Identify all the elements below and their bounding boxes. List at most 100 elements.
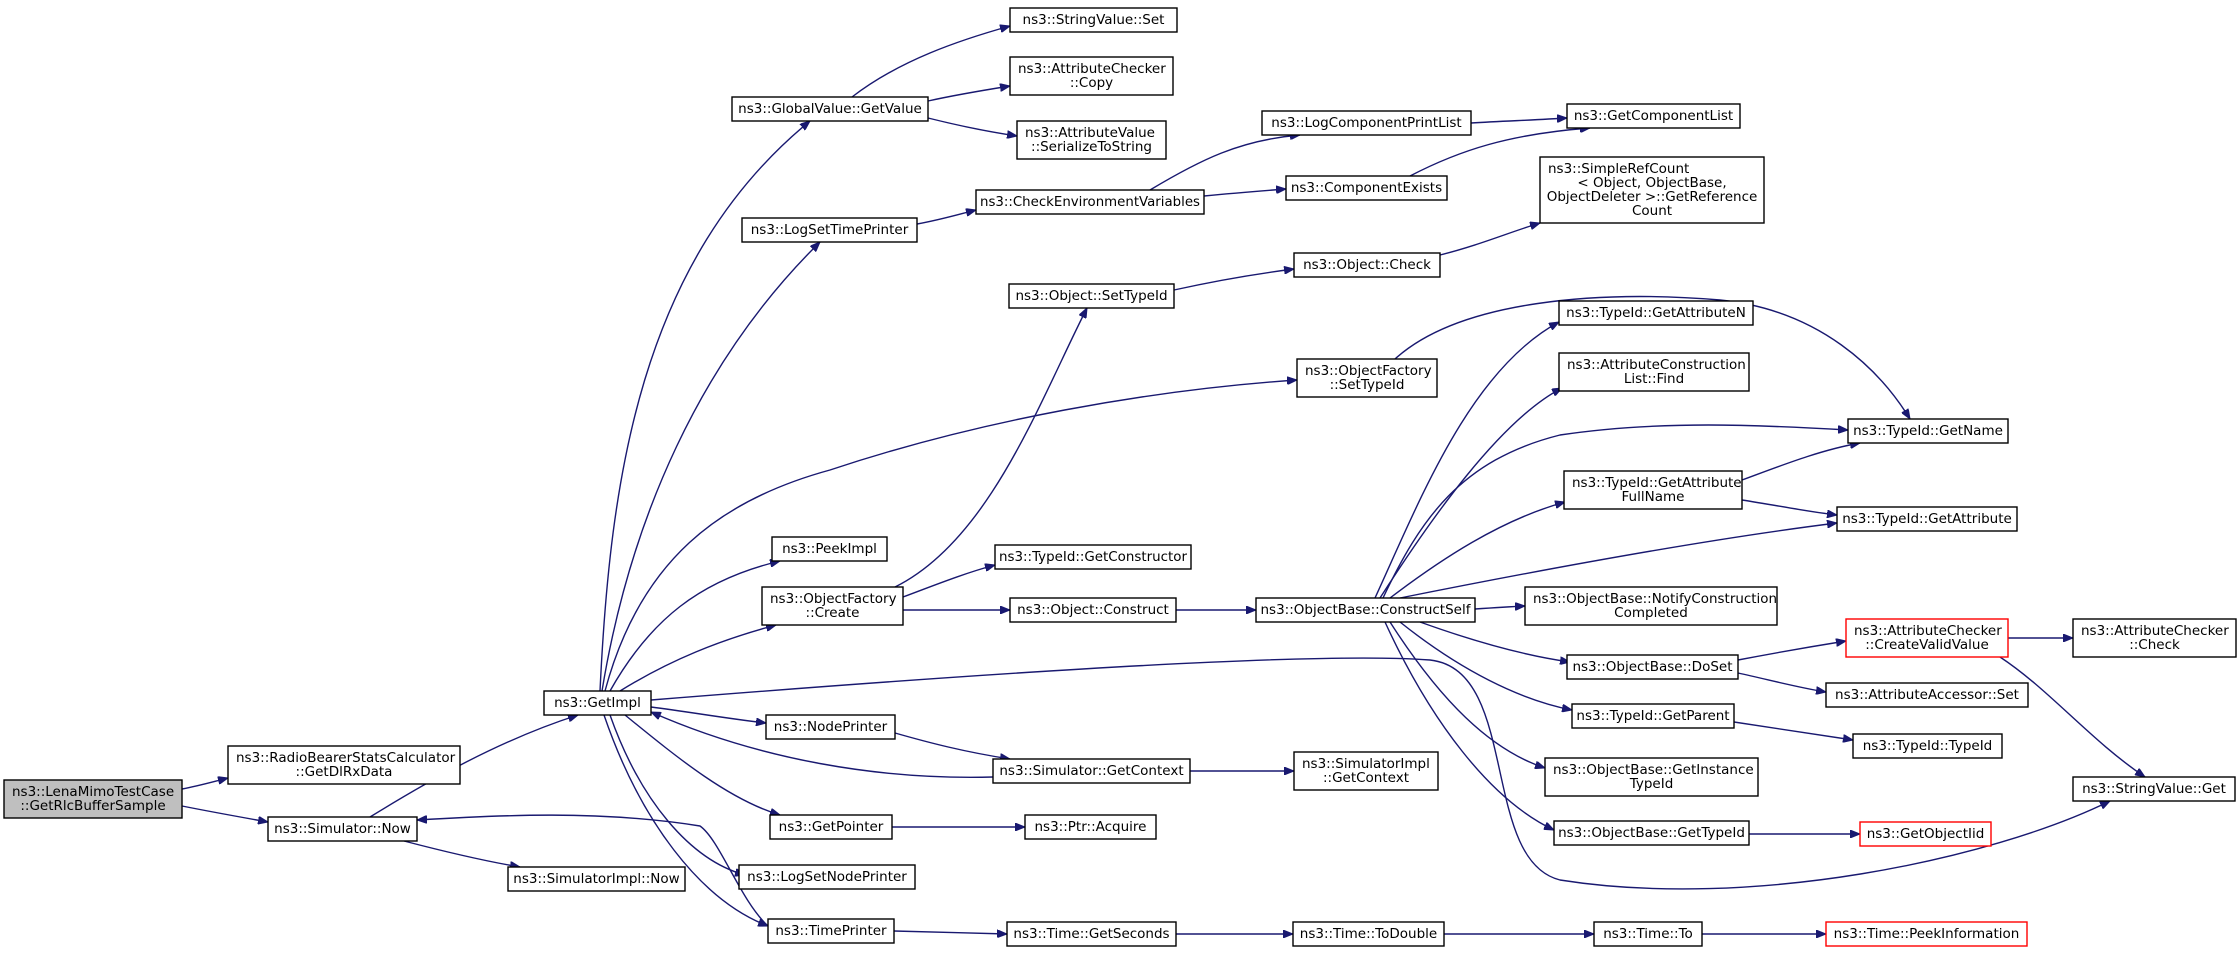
function-node-timeprinter[interactable]: ns3::TimePrinter [767, 918, 895, 944]
function-node-globalvalue-getvalue[interactable]: ns3::GlobalValue::GetValue [731, 96, 929, 122]
function-node-logcomponentprintlist[interactable]: ns3::LogComponentPrintList [1261, 110, 1472, 136]
function-node-getcomponentlist[interactable]: ns3::GetComponentList [1566, 103, 1741, 129]
function-node-simplerefcount-object-objectbase-objectdeleter-getreferencecount[interactable]: ns3::SimpleRefCount< Object, ObjectBase,… [1539, 156, 1765, 224]
node-label-line: ns3::ObjectBase::DoSet [1572, 659, 1732, 675]
function-node-time-to[interactable]: ns3::Time::To [1593, 921, 1703, 947]
node-box [741, 217, 918, 243]
node-label-line: ns3::TypeId::GetAttribute [1572, 475, 1742, 491]
function-node-radiobearerstatscalculator-getdlrxdata[interactable]: ns3::RadioBearerStatsCalculator::GetDlRx… [227, 745, 461, 785]
call-edge-typeid-getattributefullname-to-typeid-getname [1741, 443, 1860, 481]
node-box [543, 690, 652, 716]
function-node-object-check[interactable]: ns3::Object::Check [1293, 252, 1441, 278]
node-box [1544, 757, 1759, 797]
node-label-line: FullName [1622, 489, 1685, 505]
function-node-logsettimeprinter[interactable]: ns3::LogSetTimePrinter [741, 217, 918, 243]
node-label-line: ::Check [2129, 637, 2180, 653]
node-label-line: < Object, ObjectBase, [1577, 175, 1726, 191]
call-edge-simulator-now-to-getimpl [369, 715, 578, 818]
node-label-line: ns3::Ptr::Acquire [1035, 819, 1147, 835]
call-edge-nodeprinter-to-simulator-getcontext [894, 732, 1010, 759]
function-node-attributechecker-createvalidvalue[interactable]: ns3::AttributeChecker::CreateValidValue [1845, 618, 2009, 658]
call-edge-simulator-getcontext-to-getimpl [651, 711, 994, 778]
node-label-line: ::Create [806, 605, 860, 621]
node-box [1566, 654, 1739, 680]
function-node-getobjectiid[interactable]: ns3::GetObjectIid [1859, 821, 1992, 847]
function-node-simulator-now[interactable]: ns3::Simulator::Now [267, 816, 418, 842]
call-edge-componentexists-to-getcomponentlist [1409, 128, 1590, 177]
node-box [1558, 300, 1754, 326]
function-node-ptr-acquire[interactable]: ns3::Ptr::Acquire [1024, 814, 1157, 840]
node-label-line: ns3::StringValue::Get [2082, 781, 2226, 797]
function-node-logsetnodeprinter[interactable]: ns3::LogSetNodePrinter [738, 864, 916, 890]
function-node-time-peekinformation[interactable]: ns3::Time::PeekInformation [1825, 921, 2028, 947]
function-node-getpointer[interactable]: ns3::GetPointer [769, 814, 893, 840]
function-node-simulator-getcontext[interactable]: ns3::Simulator::GetContext [992, 758, 1191, 784]
function-node-stringvalue-get[interactable]: ns3::StringValue::Get [2072, 776, 2236, 802]
function-node-object-construct[interactable]: ns3::Object::Construct [1009, 597, 1177, 623]
node-box [1008, 283, 1175, 309]
node-label-line: ::SetTypeId [1330, 377, 1405, 393]
function-node-componentexists[interactable]: ns3::ComponentExists [1285, 175, 1448, 201]
function-node-objectfactory-settypeid[interactable]: ns3::ObjectFactory::SetTypeId [1296, 358, 1438, 398]
function-node-objectbase-doset[interactable]: ns3::ObjectBase::DoSet [1566, 654, 1739, 680]
node-label-line: ns3::ObjectBase::GetInstance [1553, 762, 1754, 778]
function-node-simulatorimpl-getcontext[interactable]: ns3::SimulatorImpl::GetContext [1293, 751, 1439, 791]
function-node-nodeprinter[interactable]: ns3::NodePrinter [765, 714, 896, 740]
node-box [761, 586, 904, 626]
node-box [1825, 921, 2028, 947]
function-node-typeid-getparent[interactable]: ns3::TypeId::GetParent [1571, 703, 1735, 729]
function-node-objectbase-notifyconstructioncompleted[interactable]: ns3::ObjectBase::NotifyConstructionCompl… [1524, 586, 1778, 626]
function-node-object-settypeid[interactable]: ns3::Object::SetTypeId [1008, 283, 1175, 309]
function-node-getimpl[interactable]: ns3::GetImpl [543, 690, 652, 716]
call-edge-typeid-getparent-to-typeid-typeid [1733, 721, 1853, 740]
call-edge-object-check-to-simplerefcount-object-objectbase-objectdeleter-getreferencecount [1439, 223, 1540, 256]
function-node-typeid-typeid[interactable]: ns3::TypeId::TypeId [1852, 733, 2003, 759]
function-node-typeid-getconstructor[interactable]: ns3::TypeId::GetConstructor [994, 544, 1192, 570]
node-box [1524, 586, 1778, 626]
function-node-attributevalue-serializetostring[interactable]: ns3::AttributeValue::SerializeToString [1016, 120, 1167, 160]
node-label-line: ns3::GetPointer [779, 819, 884, 835]
function-node-objectbase-constructself[interactable]: ns3::ObjectBase::ConstructSelf [1255, 597, 1476, 623]
node-box [765, 714, 896, 740]
function-node-peekimpl[interactable]: ns3::PeekImpl [771, 536, 888, 562]
call-edge-objectbase-constructself-to-typeid-getname [1382, 424, 1848, 599]
call-edge-typeid-getattributefullname-to-typeid-getattribute [1741, 499, 1837, 515]
call-edge-getimpl-to-peekimpl [609, 561, 780, 692]
call-edge-objectfactory-create-to-object-settypeid [894, 308, 1088, 588]
call-edge-object-settypeid-to-object-check [1173, 269, 1294, 291]
node-box [767, 918, 895, 944]
function-node-attributeaccessor-set[interactable]: ns3::AttributeAccessor::Set [1825, 682, 2029, 708]
node-box [1825, 682, 2029, 708]
function-node-typeid-getname[interactable]: ns3::TypeId::GetName [1847, 418, 2009, 444]
function-node-objectfactory-create[interactable]: ns3::ObjectFactory::Create [761, 586, 904, 626]
node-label-line: ns3::ComponentExists [1291, 180, 1442, 196]
function-node-attributechecker-copy[interactable]: ns3::AttributeChecker::Copy [1009, 56, 1174, 96]
node-label-line: ns3::Time::GetSeconds [1013, 926, 1169, 942]
call-edge-objectbase-constructself-to-typeid-getparent [1399, 621, 1572, 710]
function-node-time-todouble[interactable]: ns3::Time::ToDouble [1292, 921, 1445, 947]
function-node-checkenvironmentvariables[interactable]: ns3::CheckEnvironmentVariables [975, 189, 1205, 215]
node-box [1024, 814, 1157, 840]
function-node-attributechecker-check[interactable]: ns3::AttributeChecker::Check [2072, 618, 2237, 658]
node-box [227, 745, 461, 785]
node-label-line: ns3::TypeId::GetAttributeN [1566, 305, 1746, 321]
function-node-stringvalue-set[interactable]: ns3::StringValue::Set [1009, 7, 1178, 33]
function-node-typeid-getattributen[interactable]: ns3::TypeId::GetAttributeN [1558, 300, 1754, 326]
function-node-simulatorimpl-now[interactable]: ns3::SimulatorImpl::Now [507, 866, 686, 892]
node-label-line: ns3::Object::SetTypeId [1015, 288, 1167, 304]
function-node-objectbase-gettypeid[interactable]: ns3::ObjectBase::GetTypeId [1553, 820, 1750, 846]
node-box [3, 779, 183, 819]
node-box [994, 544, 1192, 570]
node-label-line: ObjectDeleter >::GetReference [1547, 189, 1758, 205]
node-box [1285, 175, 1448, 201]
node-box [1293, 751, 1439, 791]
node-box [1563, 470, 1743, 510]
function-node-time-getseconds[interactable]: ns3::Time::GetSeconds [1006, 921, 1177, 947]
node-box [771, 536, 888, 562]
node-label-line: ns3::StringValue::Set [1023, 12, 1165, 28]
function-node-typeid-getattribute[interactable]: ns3::TypeId::GetAttribute [1836, 506, 2018, 532]
node-label-line: ns3::Time::To [1603, 926, 1693, 942]
